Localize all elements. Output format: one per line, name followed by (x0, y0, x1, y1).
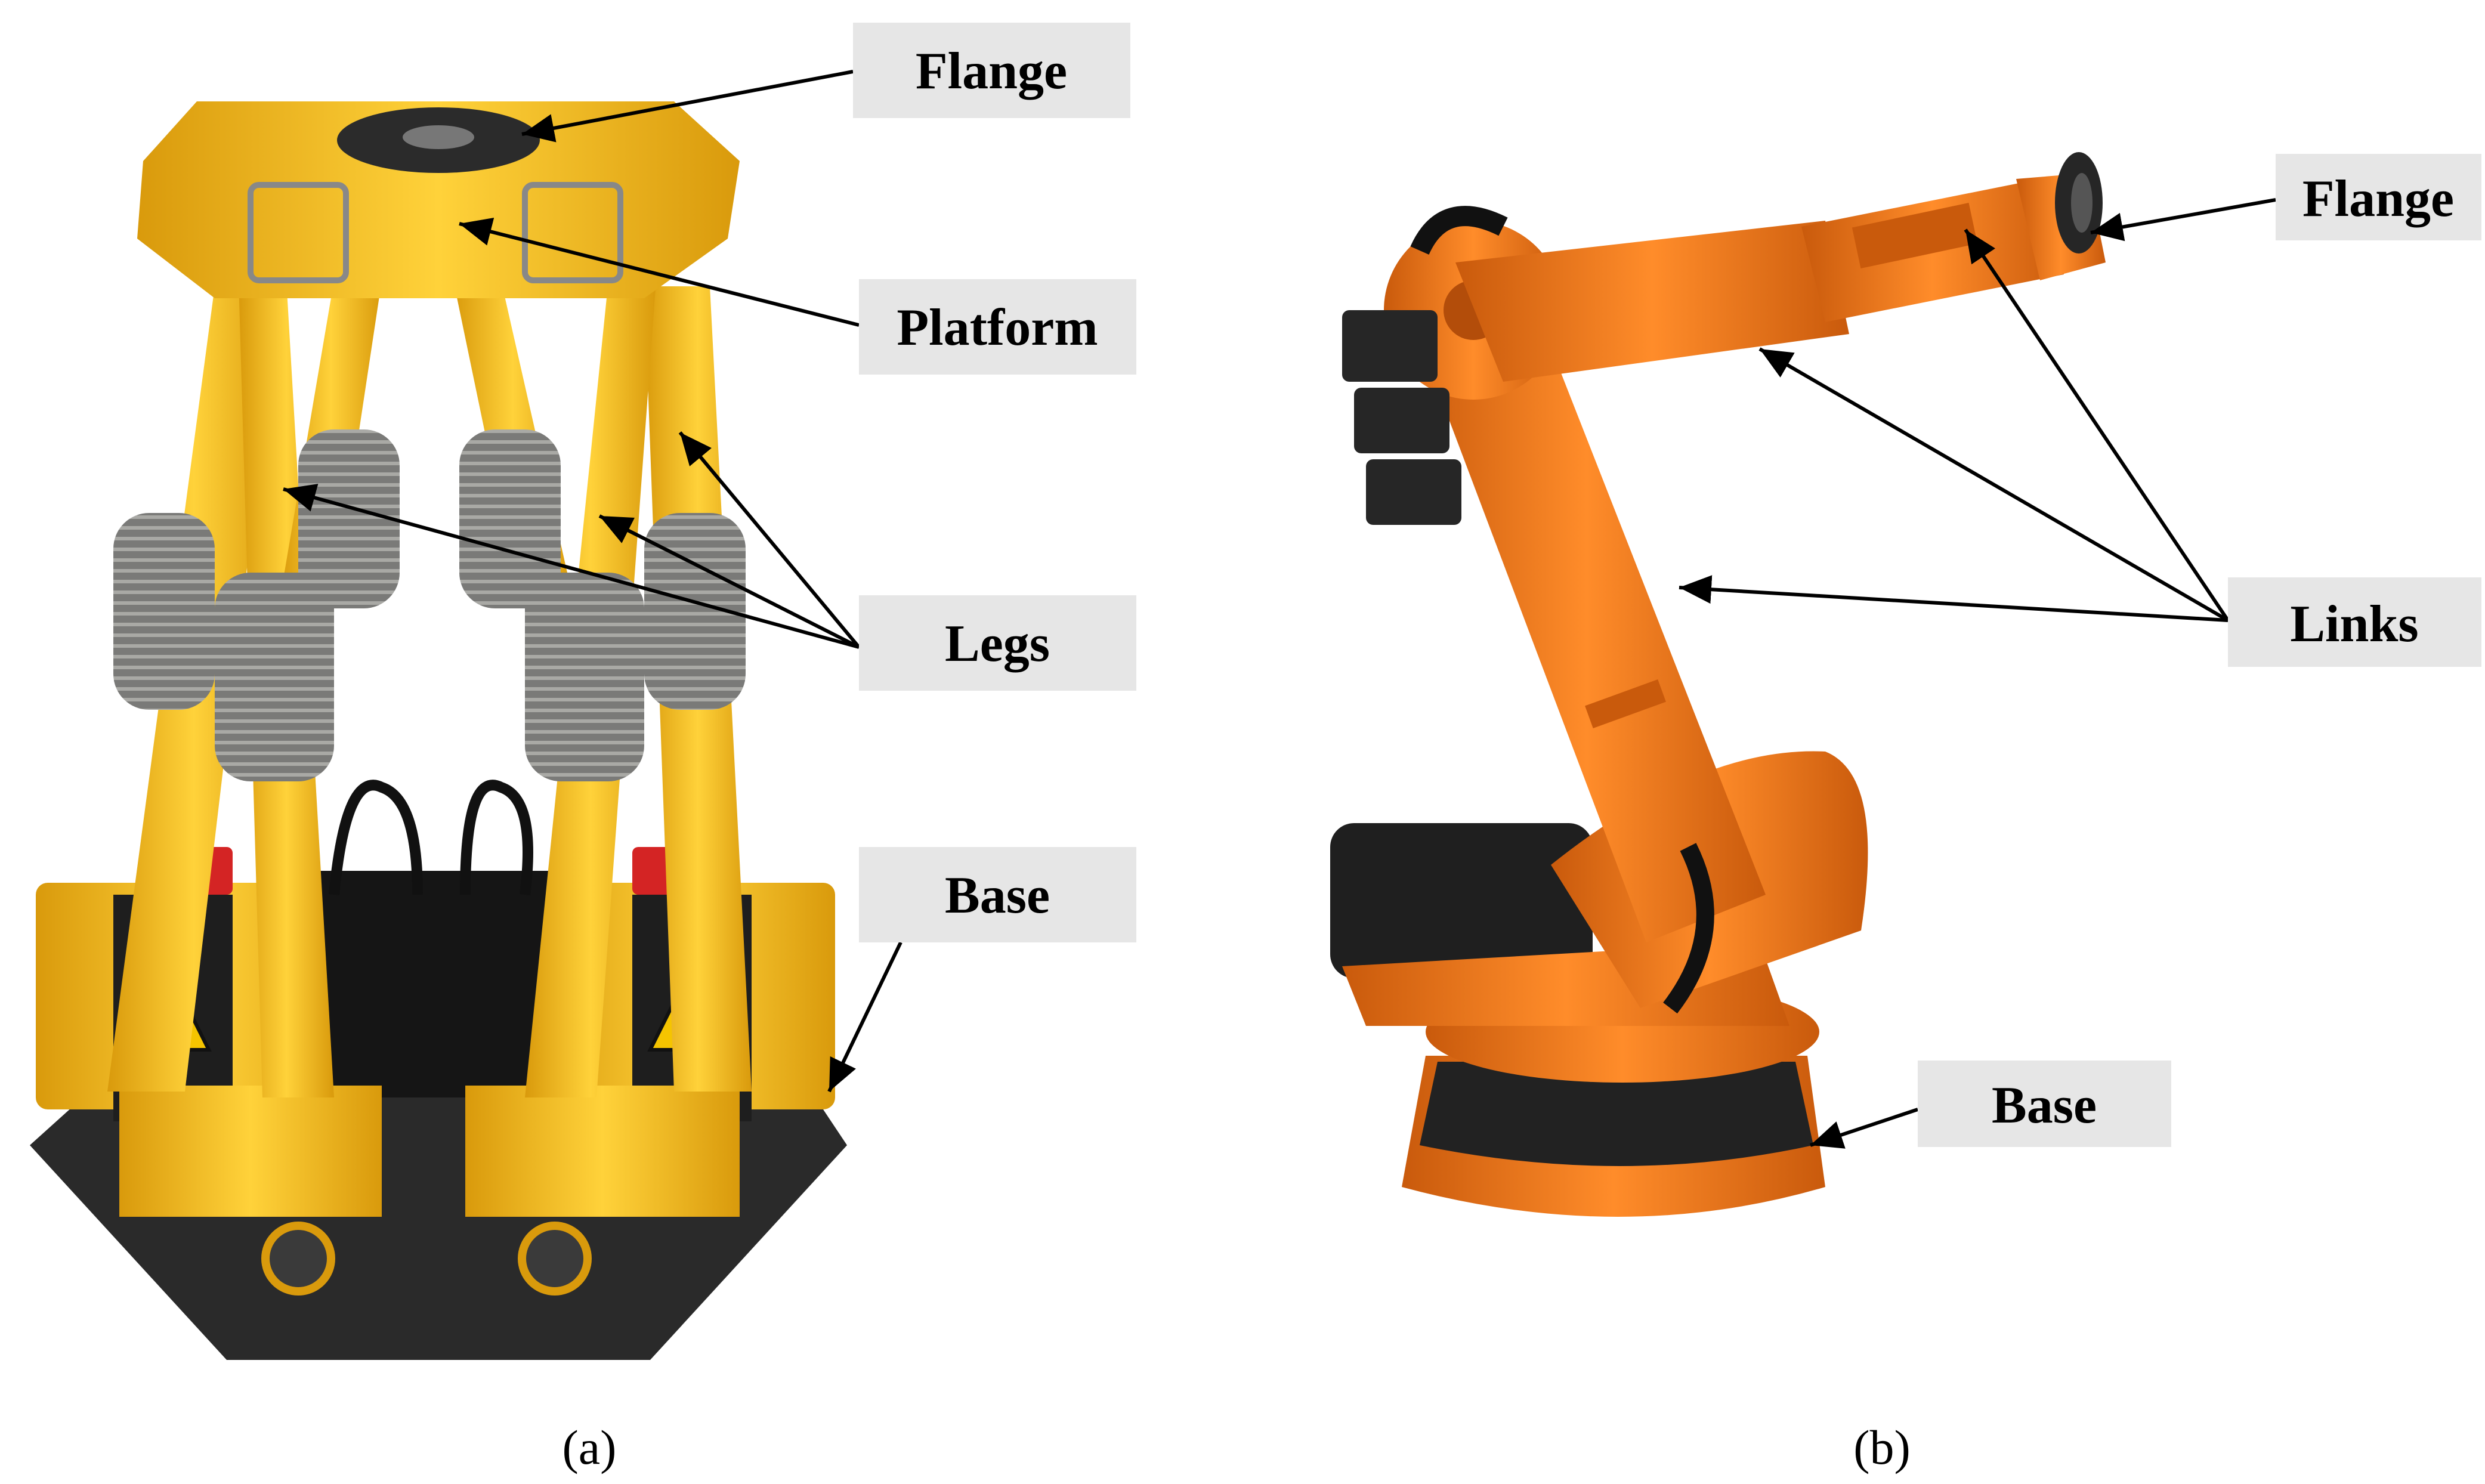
parallel-robot-image (30, 101, 847, 1360)
caption-b: (b) (1853, 1420, 1911, 1474)
label-flange-a: Flange (853, 23, 1130, 118)
parallel-robot-platform (137, 101, 740, 298)
label-text: Flange (916, 42, 1067, 100)
serial-robot-image (1330, 152, 2106, 1217)
label-base-b: Base (1918, 1061, 2171, 1147)
parallel-robot-legs (107, 280, 752, 1097)
label-text: Flange (2302, 170, 2454, 228)
label-platform-a: Platform (859, 279, 1136, 375)
serial-robot-lower-link (1408, 286, 1766, 942)
label-text: Base (945, 867, 1050, 925)
caption-a: (a) (562, 1420, 617, 1474)
label-text: Platform (897, 299, 1098, 357)
label-flange-b: Flange (2276, 154, 2481, 240)
label-text: Legs (945, 615, 1050, 673)
label-links-b: Links (2228, 577, 2481, 667)
serial-robot-upper-link (1455, 221, 1849, 382)
label-text: Links (2290, 595, 2418, 653)
label-text: Base (1992, 1077, 2097, 1134)
annotation-arrows (283, 70, 2276, 1149)
label-legs-a: Legs (859, 595, 1136, 691)
label-base-a: Base (859, 847, 1136, 942)
